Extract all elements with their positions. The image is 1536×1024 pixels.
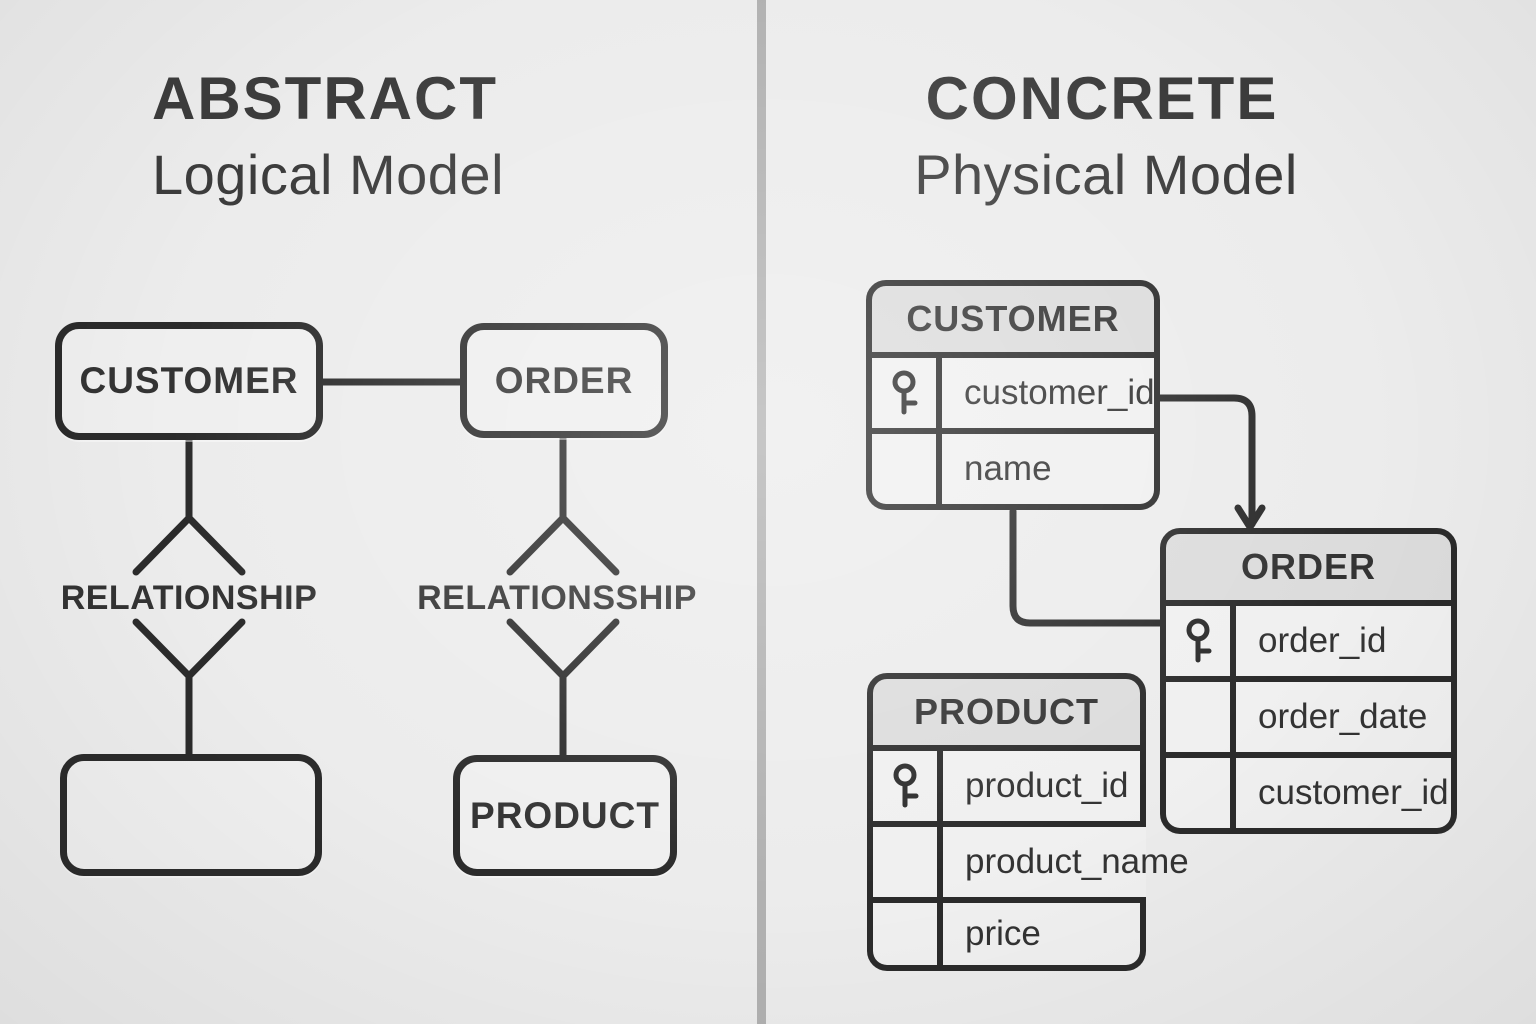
key-cell-empty <box>1166 682 1236 752</box>
table-row: product_name <box>867 827 1189 903</box>
entity-customer-label: CUSTOMER <box>79 360 299 401</box>
panel-divider <box>757 0 766 1024</box>
left-diamond-bottom-chevron <box>132 618 246 680</box>
table-row: price <box>867 903 1146 971</box>
entity-order-label: ORDER <box>494 359 634 401</box>
column-name: customer_id <box>1258 773 1449 812</box>
relationship-label-right: RELATIONSSHIP <box>417 579 697 617</box>
entity-order: ORDER <box>460 323 668 438</box>
relationship-label-left: RELATIONSHIP <box>60 579 318 617</box>
left-panel-title: ABSTRACT <box>152 65 498 132</box>
table-order-header: ORDER <box>1160 528 1457 606</box>
column-name: product_name <box>965 842 1189 881</box>
column-name: product_id <box>965 766 1129 805</box>
primary-key-cell <box>872 358 942 428</box>
left-panel-subtitle: Logical Model <box>151 143 505 206</box>
key-cell-empty <box>1166 758 1236 828</box>
key-icon <box>893 763 919 808</box>
right-panel-subtitle: Physical Model <box>914 143 1298 206</box>
left-diamond-top-chevron <box>132 514 246 576</box>
column-name: name <box>964 449 1052 488</box>
right-diamond-top-chevron <box>506 514 620 576</box>
column-name: customer_id <box>964 373 1155 412</box>
customer-order-link-line <box>1009 507 1166 627</box>
table-customer: CUSTOMER customer_id name <box>866 280 1160 510</box>
foreign-key-arrow-line <box>1154 394 1256 528</box>
entity-empty <box>60 754 322 876</box>
table-product-header: PRODUCT <box>867 673 1146 751</box>
primary-key-cell <box>1166 606 1236 676</box>
table-product-title: PRODUCT <box>914 691 1099 732</box>
table-row: order_id <box>1160 606 1457 682</box>
table-customer-title: CUSTOMER <box>906 298 1120 339</box>
right-panel-title: CONCRETE <box>925 65 1279 132</box>
key-cell-empty <box>873 827 943 897</box>
key-icon <box>1186 618 1212 663</box>
entity-product: PRODUCT <box>453 755 677 876</box>
column-name: order_id <box>1258 621 1387 660</box>
entity-customer: CUSTOMER <box>55 322 323 440</box>
column-name: price <box>965 914 1041 953</box>
table-order: ORDER order_id order_date customer_id <box>1160 528 1457 834</box>
foreign-key-arrowhead-icon <box>1234 504 1266 531</box>
table-row: order_date <box>1160 682 1457 758</box>
table-row: name <box>866 434 1160 510</box>
primary-key-cell <box>873 751 943 821</box>
table-row: product_id <box>867 751 1146 827</box>
table-row: customer_id <box>1160 758 1457 834</box>
table-row: customer_id <box>866 358 1160 434</box>
table-customer-header: CUSTOMER <box>866 280 1160 358</box>
right-diamond-bottom-chevron <box>506 618 620 680</box>
table-product: PRODUCT product_id product_name price <box>867 673 1189 971</box>
key-cell-empty <box>872 434 942 504</box>
table-order-title: ORDER <box>1240 546 1376 587</box>
entity-product-label: PRODUCT <box>470 794 660 836</box>
key-icon <box>892 370 918 415</box>
column-name: order_date <box>1258 697 1428 736</box>
key-cell-empty <box>873 903 943 965</box>
